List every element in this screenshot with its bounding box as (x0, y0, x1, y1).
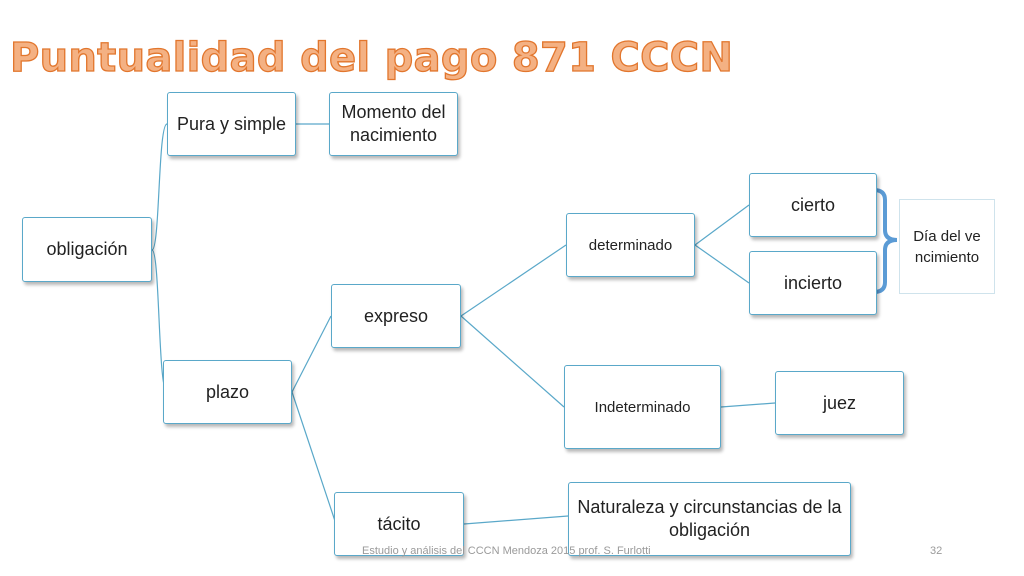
node-tacito: tácito (334, 492, 464, 556)
node-naturaleza: Naturaleza y circunstancias de la obliga… (568, 482, 851, 556)
node-indeterminado: Indeterminado (564, 365, 721, 449)
node-expreso: expreso (331, 284, 461, 348)
connector-indeterminado-juez (720, 402, 776, 408)
node-momento-nacimiento: Momento del nacimiento (329, 92, 458, 156)
node-pura-simple: Pura y simple (167, 92, 296, 156)
footer-text: Estudio y análisis del CCCN Mendoza 2015… (362, 545, 651, 557)
node-obligacion: obligación (22, 217, 152, 282)
node-cierto: cierto (749, 173, 877, 237)
connector-tacito-naturaleza (463, 515, 569, 525)
page-title: Puntualidad del pago 871 CCCN (9, 34, 734, 81)
connector-determinado-cierto (694, 204, 750, 246)
node-determinado: determinado (566, 213, 695, 277)
node-plazo: plazo (163, 360, 292, 424)
node-juez: juez (775, 371, 904, 435)
node-incierto: incierto (749, 251, 877, 315)
connector-expreso-indeterminado (460, 315, 565, 408)
page-number: 32 (930, 545, 943, 557)
curly-bracket (873, 188, 898, 294)
note-dia-vencimiento: Día del vencimiento (899, 199, 995, 294)
connector-expreso-determinado (460, 244, 567, 317)
connector-plazo-tacito (291, 391, 337, 525)
connector-plazo-expreso (291, 315, 332, 393)
connector-obligacion-pura (151, 123, 168, 251)
connector-determinado-incierto (694, 244, 750, 284)
